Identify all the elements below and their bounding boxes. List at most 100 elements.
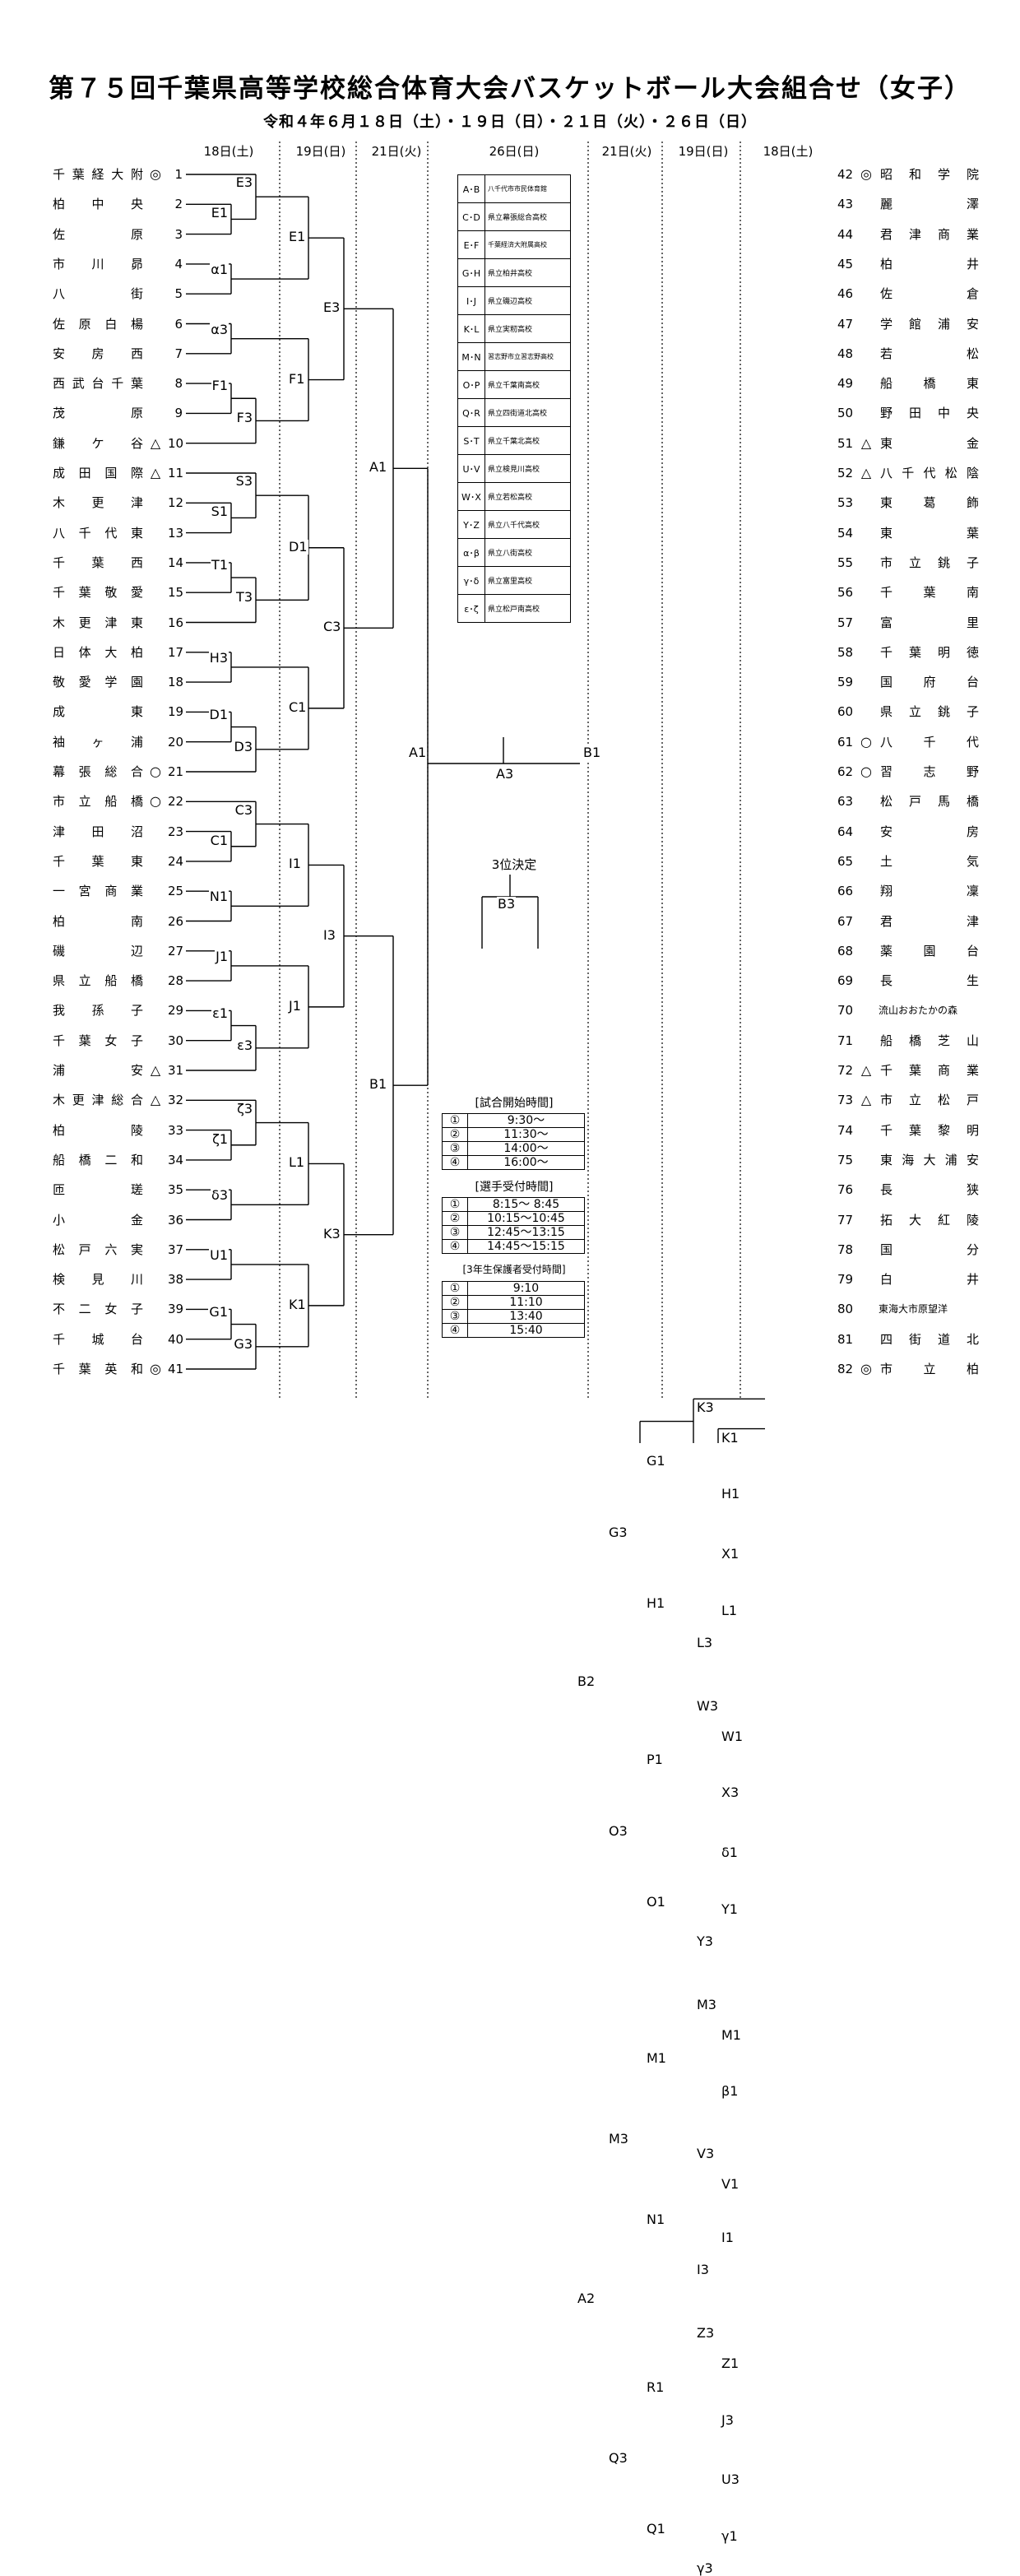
team-number: 59 <box>837 675 854 690</box>
team-name: 八千代東 <box>53 525 143 541</box>
team-number: 20 <box>168 734 184 750</box>
venue-name: 県立松戸南高校 <box>484 594 571 623</box>
team-number: 43 <box>837 197 854 212</box>
match-label: I3 <box>322 926 336 943</box>
team-name: 千葉東 <box>53 853 143 869</box>
team-number: 82 <box>837 1362 854 1376</box>
venue-name: 県立四街道北高校 <box>484 398 571 427</box>
match-label: D1 <box>208 706 229 722</box>
venue-pair: K･L <box>457 314 485 343</box>
team-number: 15 <box>168 585 184 601</box>
team-name: 磯辺 <box>53 943 143 958</box>
team-number: 71 <box>837 1033 854 1048</box>
team-name: 安房西 <box>53 346 143 361</box>
team-number: 47 <box>837 316 854 332</box>
match-label: H3 <box>208 649 229 666</box>
team-name: 松戸六実 <box>53 1242 143 1257</box>
team-number: 16 <box>168 615 184 630</box>
team-name: 習志野 <box>880 764 979 779</box>
match-label: C3 <box>234 801 253 818</box>
match-label: ε1 <box>211 1005 229 1021</box>
match-label: γ1 <box>721 2527 739 2544</box>
team-name: 鎌ケ谷 <box>53 435 143 451</box>
team-name: 市立柏 <box>880 1362 979 1376</box>
team-number: 37 <box>168 1242 184 1257</box>
team-number: 41 <box>168 1362 184 1376</box>
team-entry: 木更津総合△32 <box>0 1090 1020 1110</box>
match-label: F3 <box>235 410 253 426</box>
venue-name: 県立検見川高校 <box>484 454 571 483</box>
team-number: 67 <box>837 913 854 929</box>
match-label: K1 <box>288 1296 307 1312</box>
team-number: 36 <box>168 1212 184 1228</box>
team-number: 75 <box>837 1152 854 1167</box>
third-place-title: 3位決定 <box>491 857 537 872</box>
team-name: 四街道北 <box>880 1331 979 1347</box>
team-name: 柏中央 <box>53 197 143 212</box>
venue-name: 県立千葉北高校 <box>484 426 571 455</box>
team-number: 4 <box>174 256 183 272</box>
day-header-right-r3: 21日(火) <box>601 144 652 159</box>
venue-pair: U･V <box>457 454 485 483</box>
team-name: 佐原 <box>53 226 143 242</box>
team-name: 野田中央 <box>880 406 979 421</box>
team-entry: 千葉商業△72 <box>0 1061 1020 1080</box>
team-name: 千葉南 <box>880 585 979 601</box>
team-number: 1 <box>174 167 183 182</box>
time-index: ③ <box>442 1141 468 1156</box>
page-title: 第７５回千葉県高等学校総合体育大会バスケットボール大会組合せ（女子） <box>49 74 971 104</box>
team-name: 木更津総合 <box>53 1093 143 1108</box>
match-label: Z1 <box>721 2356 740 2372</box>
venue-pair: A･B <box>457 174 485 203</box>
team-name: 千葉西 <box>53 555 143 570</box>
venue-name: 県立八千代高校 <box>484 510 571 539</box>
team-number: 65 <box>837 853 854 869</box>
venue-name: 県立柏井高校 <box>484 258 571 287</box>
team-name: 土気 <box>880 853 979 869</box>
time-index: ① <box>442 1197 468 1212</box>
team-entry: 市立柏 ◎ 82 <box>0 1359 1020 1379</box>
team-name: 長狭 <box>880 1182 979 1198</box>
team-name: 千葉敬愛 <box>53 585 143 601</box>
team-name: 茂原 <box>53 406 143 421</box>
seed-mark: △ <box>860 434 872 451</box>
venue-name: 千葉経済大附属高校 <box>484 230 571 259</box>
venue-pair: M･N <box>457 342 485 371</box>
match-label: E1 <box>210 205 229 221</box>
seed-mark: △ <box>860 465 872 480</box>
seed-mark: ◎ <box>150 1361 161 1376</box>
time-index: ③ <box>442 1309 468 1324</box>
tournament-bracket <box>186 142 765 1443</box>
team-name: 船橋東 <box>880 376 979 392</box>
team-name: 匝瑳 <box>53 1182 143 1198</box>
day-header-right-r1: 18日(土) <box>763 144 814 159</box>
team-entry: 市立船橋○22 <box>0 791 1020 811</box>
venue-pair: E･F <box>457 230 485 259</box>
team-name: 学館浦安 <box>880 316 979 332</box>
team-name: 検見川 <box>53 1272 143 1288</box>
team-number: 46 <box>837 286 854 302</box>
time-value: 11:10 <box>467 1295 585 1310</box>
match-label: E3 <box>322 299 341 316</box>
team-number: 72 <box>837 1063 854 1078</box>
